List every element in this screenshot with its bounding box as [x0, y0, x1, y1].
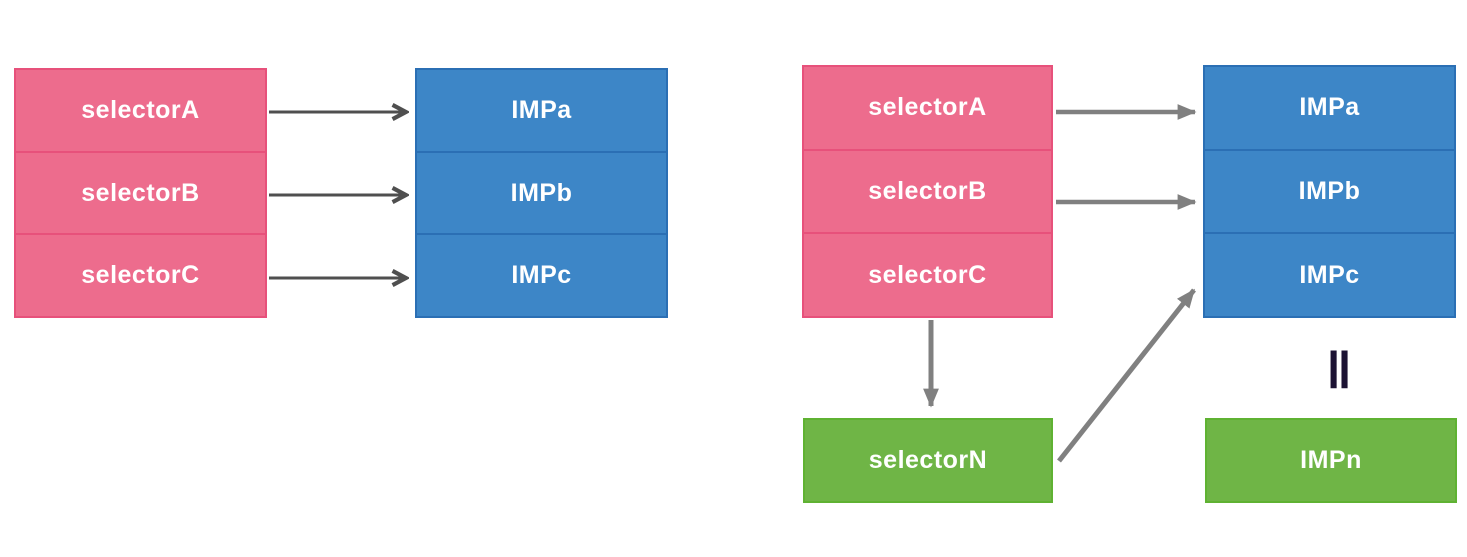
right-imp-table: IMPa IMPb IMPc	[1203, 65, 1456, 318]
equivalence-symbol: ‖	[1326, 342, 1352, 400]
node-selectorB: selectorB	[16, 150, 265, 234]
node-IMPb: IMPb	[417, 150, 666, 234]
node-label: IMPc	[511, 261, 572, 290]
right-selector-table: selectorA selectorB selectorC	[802, 65, 1053, 318]
node-label: selectorN	[868, 446, 988, 474]
left-selector-table: selectorA selectorB selectorC	[14, 68, 267, 318]
node-selectorB: selectorB	[804, 148, 1051, 233]
node-IMPc: IMPc	[417, 233, 666, 316]
node-label: IMPb	[510, 178, 573, 207]
node-label: IMPa	[511, 95, 572, 124]
node-IMPb: IMPb	[1205, 148, 1454, 233]
node-label: selectorC	[81, 261, 200, 290]
node-selectorA: selectorA	[16, 70, 265, 151]
node-label: selectorA	[868, 93, 987, 122]
node-IMPn: IMPn	[1205, 418, 1457, 503]
node-label: IMPb	[1298, 177, 1361, 205]
node-selectorN: selectorN	[803, 418, 1053, 503]
arrow-right-selectorN-IMPc	[1057, 288, 1196, 463]
node-selectorA: selectorA	[804, 67, 1051, 149]
equivalence-mark: ‖	[1299, 341, 1379, 401]
node-selectorC: selectorC	[16, 233, 265, 316]
node-IMPc: IMPc	[1205, 232, 1454, 316]
node-label: selectorB	[81, 178, 200, 207]
node-label: selectorB	[868, 177, 987, 205]
node-label: IMPn	[1300, 446, 1362, 474]
node-label: selectorC	[868, 260, 987, 289]
node-label: IMPa	[1299, 93, 1360, 122]
node-label: selectorA	[81, 95, 200, 124]
node-IMPa: IMPa	[1205, 67, 1454, 149]
left-imp-table: IMPa IMPb IMPc	[415, 68, 668, 318]
node-label: IMPc	[1299, 260, 1360, 289]
node-IMPa: IMPa	[417, 70, 666, 151]
node-selectorC: selectorC	[804, 232, 1051, 316]
